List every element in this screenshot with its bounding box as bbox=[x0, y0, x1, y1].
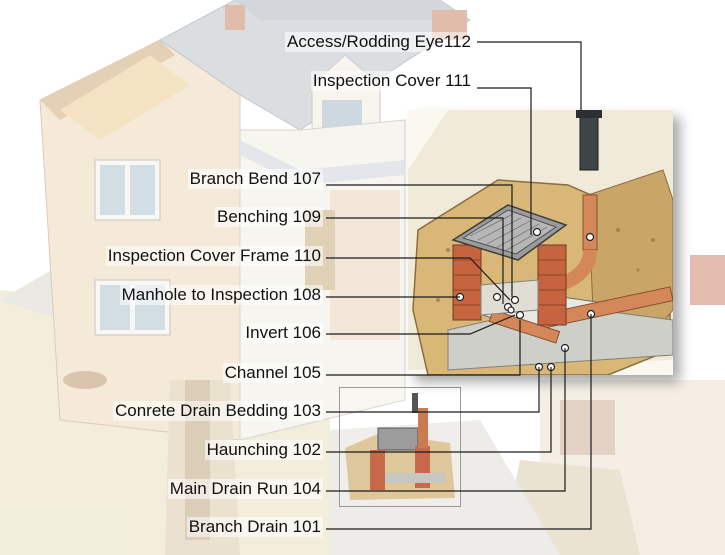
label-manhole-to-inspection: Manhole to Inspection 108 bbox=[119, 285, 323, 305]
inspection-chamber-cutaway bbox=[408, 110, 673, 375]
label-branch-bend: Branch Bend 107 bbox=[187, 169, 323, 189]
label-haunching: Haunching 102 bbox=[204, 440, 323, 460]
label-access-rodding-eye: Access/Rodding Eye112 bbox=[285, 32, 473, 52]
label-inspection-cover: Inspection Cover 111 bbox=[310, 71, 473, 91]
label-inspection-cover-frame: Inspection Cover Frame 110 bbox=[105, 246, 323, 266]
label-main-drain-run: Main Drain Run 104 bbox=[167, 479, 323, 499]
label-invert: Invert 106 bbox=[243, 323, 323, 343]
inspection-chamber-illustration bbox=[408, 110, 673, 375]
small-chamber-illustration bbox=[345, 393, 455, 500]
label-branch-drain: Branch Drain 101 bbox=[186, 517, 323, 537]
label-channel: Channel 105 bbox=[222, 363, 323, 383]
label-benching: Benching 109 bbox=[215, 207, 323, 227]
label-concrete-drain-bedding: Conrete Drain Bedding 103 bbox=[112, 401, 323, 421]
small-inspection-chamber-view bbox=[339, 387, 461, 507]
